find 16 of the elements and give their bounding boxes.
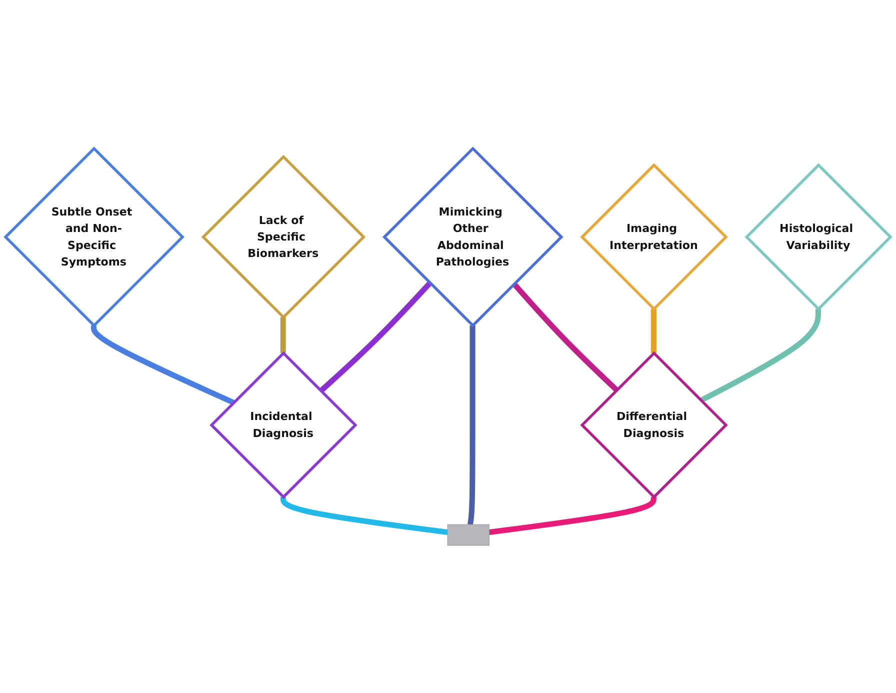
node-diamond: Differential Diagnosis xyxy=(580,350,728,498)
node-bar xyxy=(447,524,490,546)
connector xyxy=(488,496,656,535)
node-diamond: Incidental Diagnosis xyxy=(210,350,358,498)
node-diamond: Imaging Interpretation xyxy=(580,162,728,310)
connector xyxy=(319,280,432,392)
node-diamond: Histological Variability xyxy=(744,162,892,310)
connector xyxy=(280,496,448,535)
connector xyxy=(280,316,286,354)
connector xyxy=(512,282,619,392)
connector xyxy=(467,324,476,525)
node-diamond: Mimicking Other Abdominal Pathologies xyxy=(382,146,564,328)
node-diamond: Subtle Onset and Non-Specific Symptoms xyxy=(4,146,184,328)
connector xyxy=(650,308,656,354)
connector xyxy=(700,308,821,402)
node-diamond: Lack of Specific Biomarkers xyxy=(201,154,366,319)
